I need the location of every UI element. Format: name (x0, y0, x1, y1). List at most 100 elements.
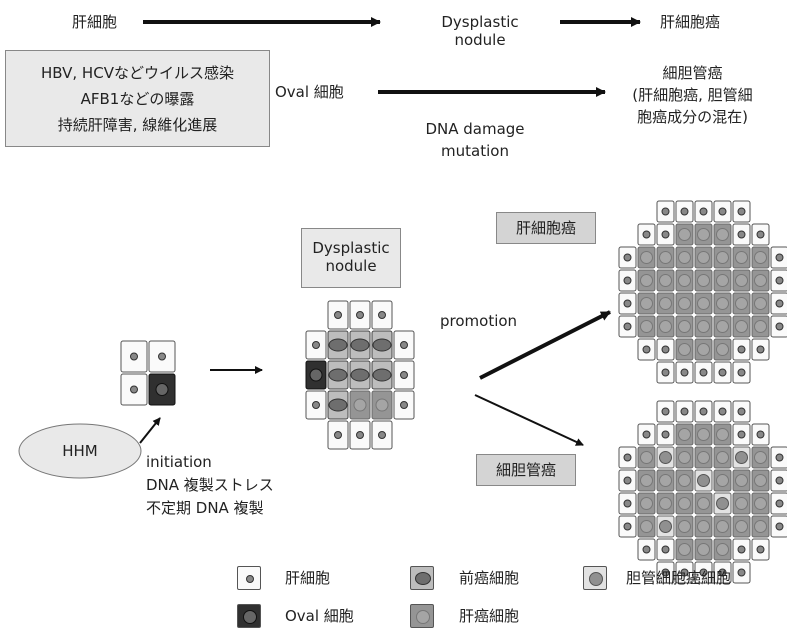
cell-nucleus (351, 369, 369, 381)
cell-nucleus (131, 353, 138, 360)
cell-nucleus (776, 277, 783, 284)
legend-icon-oval (237, 604, 261, 628)
cell-nucleus (736, 475, 748, 487)
cell-nucleus (757, 431, 764, 438)
risk-line-3: 持続肝障害, 線維化進展 (6, 112, 269, 138)
dysplastic-nodule-box: Dysplastic nodule (301, 228, 401, 288)
cell-nucleus (660, 275, 672, 287)
cell-nucleus (401, 342, 408, 349)
cell-nucleus (643, 231, 650, 238)
cell-nucleus (717, 498, 729, 510)
risk-line-1: HBV, HCVなどウイルス感染 (6, 60, 269, 86)
label-dysplastic-top: Dysplastic nodule (420, 13, 540, 49)
cell-nucleus (698, 498, 710, 510)
cell-nucleus (373, 339, 391, 351)
cell-nucleus (738, 346, 745, 353)
cell-nucleus (755, 475, 767, 487)
cell-nucleus (351, 339, 369, 351)
cell-nucleus (660, 498, 672, 510)
initiation-notes: initiation DNA 複製ストレス 不定期 DNA 複製 (146, 451, 274, 520)
cell-nucleus (643, 346, 650, 353)
cell-nucleus (357, 312, 364, 319)
cell-nucleus (698, 544, 710, 556)
cell-nucleus (679, 429, 691, 441)
cell-nucleus (329, 369, 347, 381)
label-oval-top: Oval 細胞 (275, 83, 344, 101)
cell-nucleus (776, 477, 783, 484)
label-dna-irregular: 不定期 DNA 複製 (146, 497, 274, 520)
cell-nucleus (698, 452, 710, 464)
cell-nucleus (698, 344, 710, 356)
cell-nucleus (376, 399, 388, 411)
cell-nucleus (776, 254, 783, 261)
cell-nucleus (719, 369, 726, 376)
cell-nucleus (660, 452, 672, 464)
cell-nucleus (624, 254, 631, 261)
label-dysplastic-top-line1: Dysplastic (420, 13, 540, 31)
cell-nucleus (643, 431, 650, 438)
cell-nucleus (757, 231, 764, 238)
cell-nucleus (736, 521, 748, 533)
label-dysplastic-top-line2: nodule (420, 31, 540, 49)
cell-nucleus (641, 521, 653, 533)
cell-nucleus (717, 344, 729, 356)
label-cholangio-line3: 胞癌成分の混在) (600, 106, 785, 128)
arrow-promotion-cholangio (475, 395, 583, 445)
cell-nucleus (641, 298, 653, 310)
cell-nucleus (738, 208, 745, 215)
cell-nucleus (313, 342, 320, 349)
legend-icon-precancer (410, 566, 434, 590)
cell-nucleus (662, 369, 669, 376)
label-hcc-top: 肝細胞癌 (660, 13, 720, 31)
cell-nucleus (641, 498, 653, 510)
cell-nucleus (700, 208, 707, 215)
cell-nucleus (373, 369, 391, 381)
label-dna-line2: mutation (405, 140, 545, 162)
cell-nucleus (717, 252, 729, 264)
label-hepatocyte-top: 肝細胞 (72, 13, 117, 31)
cell-nucleus (624, 500, 631, 507)
cell-nucleus (698, 429, 710, 441)
legend-icon-cholangiocarcinoma-cell (583, 566, 607, 590)
cell-nucleus (401, 402, 408, 409)
cell-nucleus (736, 298, 748, 310)
cholangio-cell-cluster (619, 401, 787, 583)
cell-nucleus (679, 298, 691, 310)
cell-nucleus (717, 475, 729, 487)
cell-nucleus (329, 339, 347, 351)
cell-nucleus (624, 454, 631, 461)
cell-nucleus (698, 229, 710, 241)
hcc-label: 肝細胞癌 (497, 219, 595, 237)
cell-nucleus (776, 523, 783, 530)
label-cholangio-line1: 細胆管癌 (600, 62, 785, 84)
cell-nucleus (738, 546, 745, 553)
label-cholangio-top: 細胆管癌 (肝細胞癌, 胆管細 胞癌成分の混在) (600, 62, 785, 128)
cell-nucleus (131, 386, 138, 393)
cell-nucleus (717, 298, 729, 310)
label-promotion: promotion (440, 312, 517, 330)
cell-nucleus (335, 432, 342, 439)
cell-nucleus (698, 298, 710, 310)
cell-nucleus (698, 252, 710, 264)
cell-nucleus (679, 275, 691, 287)
cell-nucleus (357, 432, 364, 439)
cell-nucleus (776, 300, 783, 307)
cell-nucleus (624, 277, 631, 284)
cell-nucleus (755, 321, 767, 333)
cell-nucleus (736, 452, 748, 464)
cell-nucleus (641, 452, 653, 464)
cell-nucleus (313, 402, 320, 409)
legend-icon-hepatocyte (237, 566, 261, 590)
cell-nucleus (736, 275, 748, 287)
cell-nucleus (660, 252, 672, 264)
legend-label-hepatocyte: 肝細胞 (285, 569, 330, 587)
cell-nucleus (662, 208, 669, 215)
cell-nucleus (379, 432, 386, 439)
cell-nucleus (679, 452, 691, 464)
cell-nucleus (662, 431, 669, 438)
cell-nucleus (662, 408, 669, 415)
cell-nucleus (757, 346, 764, 353)
cell-nucleus (700, 408, 707, 415)
cell-nucleus (641, 252, 653, 264)
cell-nucleus (738, 408, 745, 415)
